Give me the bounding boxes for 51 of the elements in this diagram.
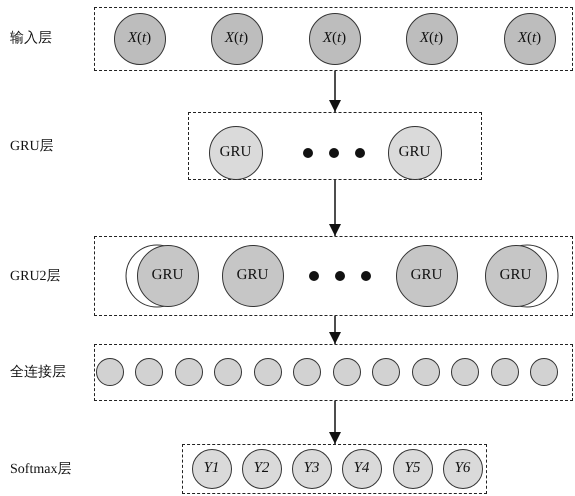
neuron-label: GRU — [398, 144, 430, 161]
neuron-label: X(t) — [322, 30, 346, 47]
neuron-circle — [174, 358, 202, 386]
neuron-circle — [490, 358, 518, 386]
layer-label: 全连接层 — [10, 363, 66, 381]
neuron-label: GRU — [500, 267, 532, 284]
neuron-circle — [254, 358, 282, 386]
neuron-label: GRU — [236, 267, 268, 284]
layer-label: Softmax层 — [10, 461, 72, 478]
neuron-circle — [192, 448, 232, 488]
neuron-circle — [484, 244, 546, 306]
dashed-layer-box — [188, 112, 482, 180]
neuron-circle — [332, 358, 360, 386]
dashed-layer-box — [94, 7, 573, 71]
neuron-label: Y3 — [304, 460, 320, 477]
neuron-circle — [342, 448, 382, 488]
arrow — [329, 71, 341, 112]
neuron-circle — [135, 358, 163, 386]
neuron-circle — [292, 448, 332, 488]
neuron-circle — [372, 358, 400, 386]
dashed-layer-box — [182, 444, 487, 494]
neuron-circle — [96, 358, 124, 386]
dashed-layer-box — [94, 236, 573, 316]
neuron-label: GRU — [410, 267, 442, 284]
neuron-label: Y2 — [254, 460, 270, 477]
dashed-layer-box — [94, 344, 573, 401]
neuron-label: X(t) — [224, 30, 248, 47]
neuron-label: Y4 — [354, 460, 370, 477]
arrow — [329, 316, 341, 344]
neuron-circle — [136, 244, 198, 306]
neuron-circle — [412, 358, 440, 386]
neuron-label: X(t) — [518, 30, 542, 47]
neuron-label: GRU — [152, 267, 184, 284]
neuron-label: Y5 — [404, 460, 420, 477]
neuron-circle — [530, 358, 558, 386]
layer-label: 输入层 — [10, 30, 52, 47]
neuron-circle — [451, 358, 479, 386]
neuron-circle — [214, 358, 242, 386]
arrow — [329, 401, 341, 444]
neuron-label: Y6 — [454, 460, 470, 477]
neuron-label: X(t) — [420, 30, 444, 47]
neuron-circle — [392, 448, 432, 488]
neuron-circle — [242, 448, 282, 488]
neuron-label: Y1 — [204, 460, 220, 477]
arrow — [329, 180, 341, 236]
neuron-label: GRU — [220, 144, 252, 161]
layer-label: GRU层 — [10, 138, 54, 155]
neuron-circle — [442, 448, 482, 488]
layer-label: GRU2层 — [10, 268, 61, 285]
neuron-circle — [293, 358, 321, 386]
neuron-label: X(t) — [128, 30, 152, 47]
